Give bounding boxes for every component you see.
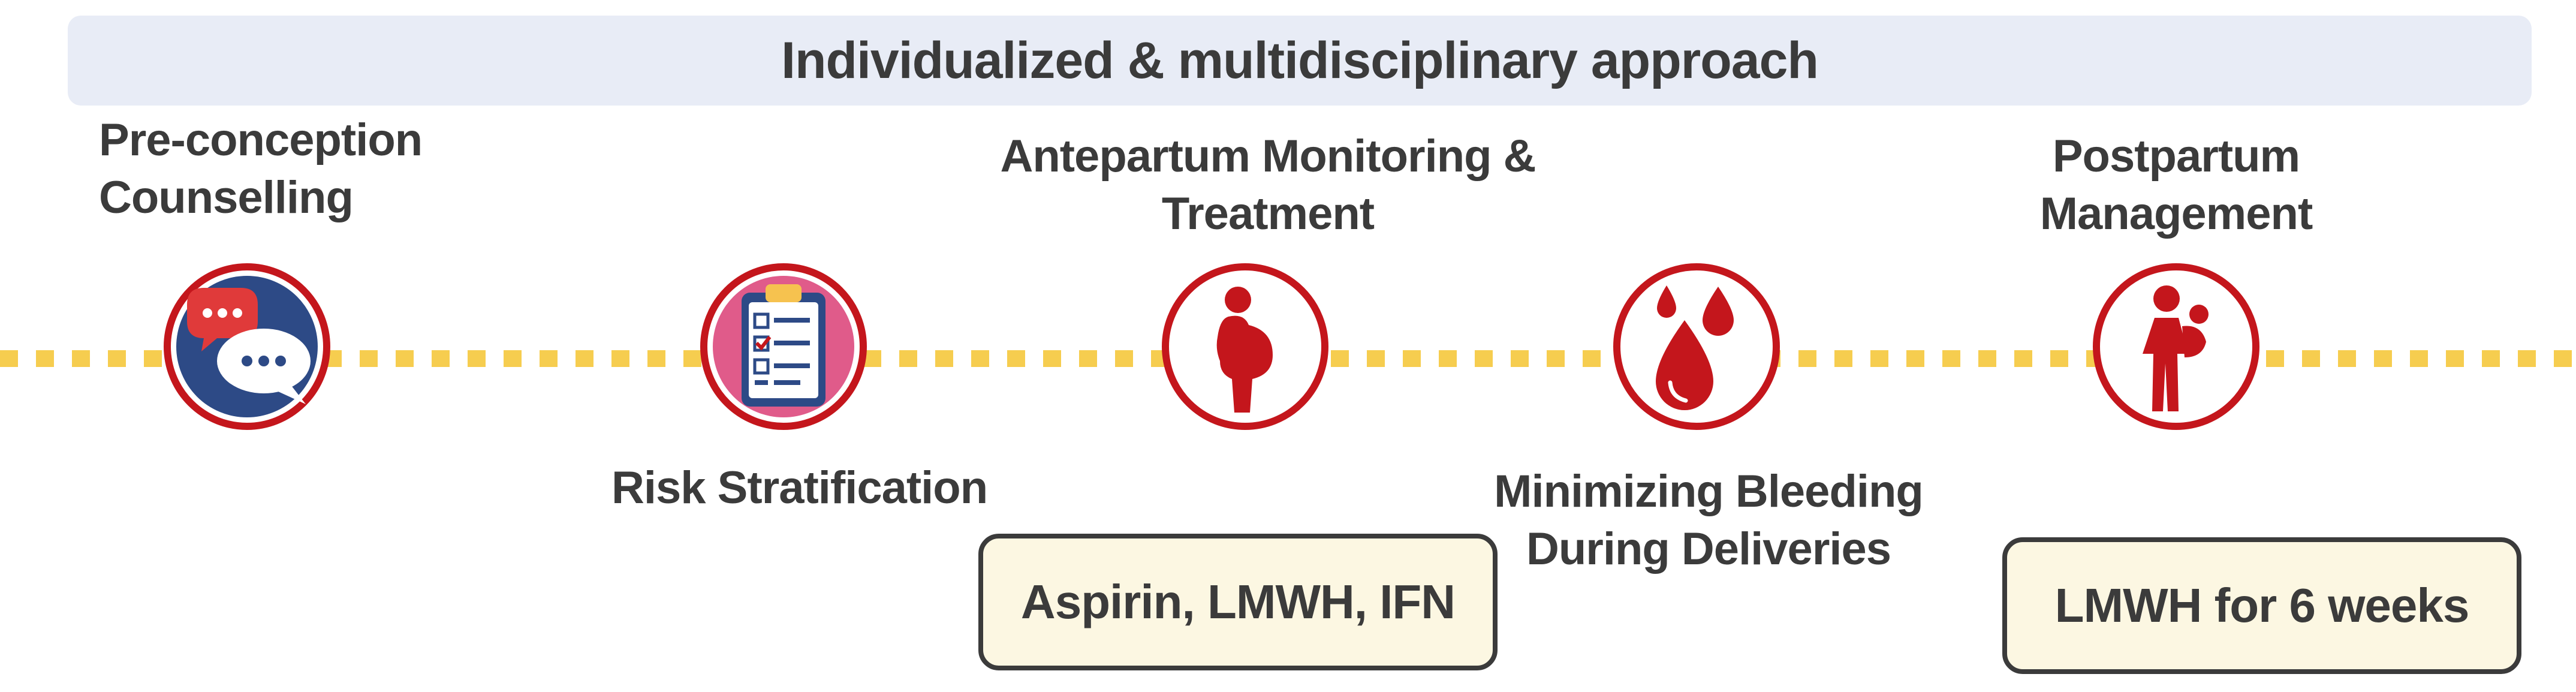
step-label-postpartum: Postpartum Management: [1996, 128, 2356, 243]
step-label-preconception: Pre-conception Counselling: [99, 112, 423, 227]
clipboard-checklist-icon: [700, 263, 867, 430]
step-label-line: During Deliveries: [1526, 523, 1891, 574]
header-banner: Individualized & multidisciplinary appro…: [68, 16, 2532, 106]
step-label-line: Counselling: [99, 172, 354, 223]
chat-bubbles-icon: [164, 263, 330, 430]
mother-child-icon: [2093, 263, 2259, 430]
step-label-line: Treatment: [1161, 188, 1375, 239]
step-label-line: Minimizing Bleeding: [1494, 466, 1924, 517]
pregnant-woman-icon: [1162, 263, 1328, 430]
step-label-line: Antepartum Monitoring &: [1000, 131, 1536, 182]
step-node-postpartum: [2092, 263, 2260, 431]
step-node-preconception: [163, 263, 331, 431]
header-title: Individualized & multidisciplinary appro…: [781, 31, 1819, 89]
step-label-bleeding: Minimizing Bleeding During Deliveries: [1463, 463, 1954, 578]
step-node-risk: [700, 263, 867, 431]
step-node-bleeding: [1613, 263, 1780, 431]
step-label-risk: Risk Stratification: [611, 459, 988, 517]
step-label-antepartum: Antepartum Monitoring & Treatment: [935, 128, 1601, 243]
blood-drops-icon: [1613, 263, 1780, 430]
step-label-line: Management: [2039, 188, 2313, 239]
step-node-antepartum: [1161, 263, 1329, 431]
step-label-line: Postpartum: [2052, 131, 2300, 182]
step-label-line: Pre-conception: [99, 115, 423, 166]
treatment-box-antepartum: Aspirin, LMWH, IFN: [978, 534, 1498, 670]
step-label-line: Risk Stratification: [611, 462, 988, 513]
treatment-box-postpartum: LMWH for 6 weeks: [2002, 537, 2521, 674]
